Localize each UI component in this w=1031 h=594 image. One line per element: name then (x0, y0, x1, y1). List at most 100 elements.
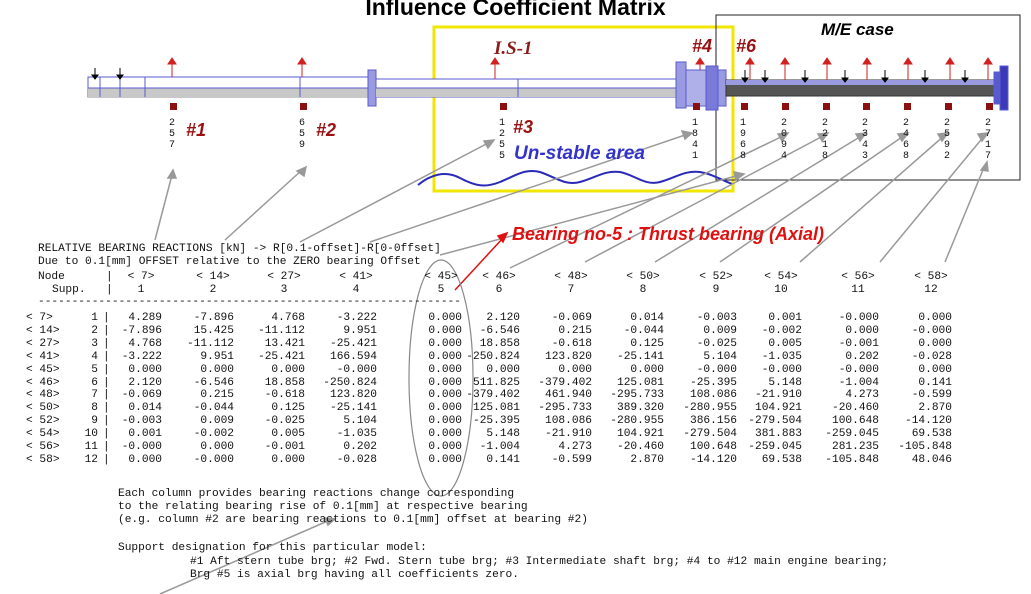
table-cell: 4.273 (845, 389, 879, 402)
row-pipe: | (103, 376, 110, 389)
table-cell: 108.086 (545, 415, 592, 428)
row-node: < 45> (26, 363, 60, 376)
row-node: < 48> (26, 389, 60, 402)
node-digit: 2 (498, 129, 505, 140)
table-cell: -279.504 (683, 428, 737, 441)
row-pipe: | (103, 415, 110, 428)
table-cell: 5.104 (343, 415, 377, 428)
table-cell: 48.046 (911, 453, 952, 466)
column-supp-header: 5 (437, 284, 445, 296)
column-node-header: < 48> (554, 271, 588, 283)
table-cell: 9.951 (200, 350, 234, 363)
node-digit: 2 (821, 129, 828, 140)
node-digit: 7 (984, 129, 991, 140)
row-pipe: | (103, 441, 110, 453)
table-cell: 125.081 (617, 376, 664, 389)
unstable-wave (417, 170, 733, 187)
table-cell: -0.069 (551, 312, 592, 324)
row-node: < 54> (26, 428, 60, 441)
row-supp: 10 (84, 428, 98, 441)
row-node: < 58> (26, 453, 60, 466)
table-cell: -25.421 (258, 350, 305, 363)
table-cell: 0.000 (428, 389, 462, 402)
row-pipe: | (103, 363, 110, 376)
row-supp: 11 (84, 441, 98, 453)
table-cell: 0.005 (271, 428, 305, 441)
row-pipe: | (103, 453, 110, 466)
table-cell: 0.000 (486, 363, 520, 376)
table-cell: -7.896 (121, 324, 162, 337)
table-cell: 108.086 (690, 389, 737, 402)
table-cell: -7.896 (193, 312, 234, 324)
row-pipe: | (103, 389, 110, 402)
table-cell: -280.955 (610, 415, 664, 428)
table-cell: -1.035 (761, 350, 802, 363)
table-cell: 0.215 (558, 324, 592, 337)
downward-load-arrows (91, 68, 969, 83)
table-cell: -280.955 (683, 402, 737, 415)
column-node-header: < 50> (626, 271, 660, 283)
bearing-3-label: #3 (513, 117, 534, 137)
table-cell: 0.215 (200, 389, 234, 402)
node-digit: 9 (739, 129, 746, 140)
table-cell: 0.000 (428, 350, 462, 363)
table-cell: 0.000 (428, 453, 462, 466)
table-cell: 0.000 (558, 363, 592, 376)
table-cell: 123.820 (545, 350, 592, 363)
table-cell: -6.546 (193, 376, 234, 389)
table-cell: 0.000 (630, 363, 664, 376)
shaft (87, 61, 1009, 111)
row-supp: 3 (91, 337, 98, 350)
table-cell: -11.112 (187, 337, 234, 350)
table-cell: -25.421 (330, 337, 377, 350)
table-cell: -250.824 (466, 350, 520, 363)
node-digit: 2 (780, 118, 787, 129)
node-digit: 4 (780, 151, 787, 162)
table-cell: -0.000 (838, 363, 879, 376)
table-cell: 5.148 (486, 428, 520, 441)
table-cell: -11.112 (258, 324, 305, 337)
table-cell: -0.000 (838, 312, 879, 324)
table-cell: -1.004 (838, 376, 879, 389)
table-cell: 0.001 (768, 312, 802, 324)
table-cell: -295.733 (610, 389, 664, 402)
row-node: < 27> (26, 337, 60, 350)
column-supp-header: 9 (712, 284, 720, 296)
table-cell: -0.000 (696, 363, 737, 376)
row-supp: 5 (91, 363, 98, 376)
row-supp: 7 (91, 389, 98, 402)
table-cell: -0.599 (911, 389, 952, 402)
table-cell: 0.000 (918, 312, 952, 324)
table-cell: -379.402 (466, 389, 520, 402)
table-cell: 100.648 (690, 441, 737, 453)
table-cell: 0.000 (428, 441, 462, 453)
table-cell: 0.125 (271, 402, 305, 415)
table-cell: -0.000 (911, 324, 952, 337)
table-cell: -259.045 (825, 428, 879, 441)
table-cell: 100.648 (832, 415, 879, 428)
column-node-header: < 27> (267, 271, 301, 283)
column-supp-header: 12 (924, 284, 938, 296)
row-pipe: | (103, 402, 110, 415)
node-digit: 6 (902, 140, 909, 151)
table-cell: -0.000 (193, 453, 234, 466)
table-cell: 0.141 (918, 376, 952, 389)
node-digit: 0 (780, 129, 787, 140)
table-cell: 0.202 (343, 441, 377, 453)
node-digit: 9 (298, 140, 305, 151)
node-digit: 5 (943, 129, 950, 140)
table-cell: 0.000 (200, 441, 234, 453)
node-digit: 4 (902, 129, 909, 140)
row-pipe: | (103, 337, 110, 350)
column-node-header: < 52> (699, 271, 733, 283)
table-cell: 166.594 (330, 350, 377, 363)
table-cell: 104.921 (617, 428, 664, 441)
table-cell: -25.141 (617, 350, 664, 363)
table-cell: 0.000 (428, 312, 462, 324)
table-cell: 4.289 (128, 312, 162, 324)
node-digit: 4 (861, 140, 868, 151)
